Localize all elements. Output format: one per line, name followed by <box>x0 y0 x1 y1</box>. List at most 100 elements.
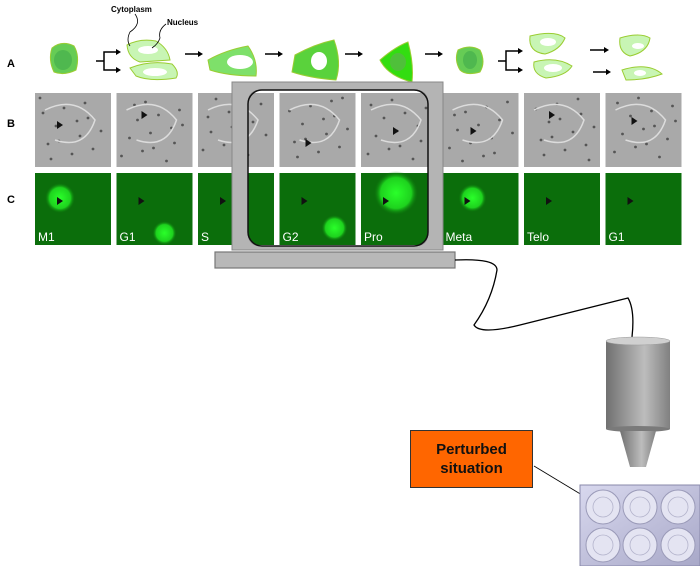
particle <box>403 111 407 115</box>
particle <box>642 127 645 131</box>
particle <box>424 106 428 110</box>
particle <box>222 143 226 147</box>
particle <box>571 130 575 134</box>
cell-outline <box>126 103 178 144</box>
arrowhead-marker <box>141 111 148 119</box>
particle <box>144 100 147 104</box>
particle <box>309 104 312 108</box>
particle <box>209 130 213 134</box>
cell-outline <box>615 103 667 144</box>
particle <box>616 101 619 105</box>
particle <box>550 135 554 139</box>
phase-label: G1 <box>609 230 625 244</box>
particle <box>366 152 370 156</box>
particle <box>398 144 402 148</box>
particle <box>666 137 669 141</box>
particle <box>325 132 328 136</box>
fluorescent-nucleus <box>458 184 487 212</box>
arrowhead-marker <box>138 197 145 205</box>
particle <box>178 108 181 112</box>
particle <box>482 154 485 158</box>
particle <box>506 100 509 104</box>
brightfield-panel <box>35 93 111 167</box>
particle <box>62 106 66 110</box>
phase-label: G2 <box>283 230 299 244</box>
particle <box>498 118 501 122</box>
particle <box>91 147 95 151</box>
particle <box>613 150 616 154</box>
particle <box>206 115 210 119</box>
row-label-b: B <box>7 118 15 130</box>
monitor-stand <box>214 251 456 269</box>
cytoplasm-pointer <box>127 13 138 47</box>
particle <box>136 118 139 122</box>
particle <box>558 117 562 121</box>
arrows <box>96 49 606 73</box>
particle <box>493 151 496 155</box>
particle <box>38 96 42 100</box>
arrowhead-marker <box>470 127 477 135</box>
fluorescence-panel <box>524 173 600 245</box>
particle <box>456 128 459 132</box>
arrowhead-marker <box>57 121 63 129</box>
particle <box>621 132 624 136</box>
particle <box>464 110 467 114</box>
particle <box>78 134 82 138</box>
particle <box>157 113 160 117</box>
particle <box>576 97 580 101</box>
particle <box>411 157 415 161</box>
well-plate-icon <box>579 484 700 566</box>
particle <box>547 120 551 124</box>
particle <box>41 111 45 115</box>
arrowhead-marker <box>631 117 638 125</box>
particle <box>49 157 53 161</box>
particle <box>369 103 373 107</box>
arrowhead-marker <box>393 127 399 135</box>
particle <box>674 119 677 123</box>
particle <box>259 102 263 106</box>
monitor <box>214 81 456 269</box>
particle <box>296 155 299 159</box>
cell-outline <box>289 103 341 144</box>
arrowhead-marker <box>301 197 308 205</box>
particle <box>330 99 333 103</box>
particle <box>658 155 661 159</box>
particle <box>645 142 648 146</box>
callout-line-2: situation <box>440 460 503 477</box>
particle <box>322 117 325 121</box>
particle <box>181 123 184 127</box>
particle <box>587 158 591 162</box>
brightfield-panel <box>361 93 437 167</box>
particle <box>653 124 656 128</box>
particle <box>264 133 268 137</box>
particle <box>453 113 456 117</box>
particle <box>214 97 218 101</box>
particle <box>301 122 304 126</box>
particle <box>293 140 296 144</box>
particle <box>448 146 451 150</box>
fluorescence-panel <box>605 173 682 245</box>
particle <box>317 150 320 154</box>
particle <box>584 143 588 147</box>
cable <box>454 259 634 338</box>
arrowheads <box>116 47 611 75</box>
arrowhead-marker <box>383 197 389 205</box>
particle <box>201 148 205 152</box>
fluorescent-nucleus <box>374 171 418 215</box>
particle <box>374 134 378 138</box>
cell-outline <box>44 103 96 144</box>
particle <box>251 120 255 124</box>
nucleus-label: Nucleus <box>167 18 199 27</box>
brightfield-panel <box>279 93 356 167</box>
particle <box>650 109 653 113</box>
particle <box>390 98 394 102</box>
particle <box>173 141 176 145</box>
particle <box>341 96 344 100</box>
particle <box>75 119 79 123</box>
particle <box>477 123 480 127</box>
particle <box>634 145 637 149</box>
arrowhead-marker <box>57 197 63 205</box>
cell-cycle-schematic <box>49 32 663 83</box>
